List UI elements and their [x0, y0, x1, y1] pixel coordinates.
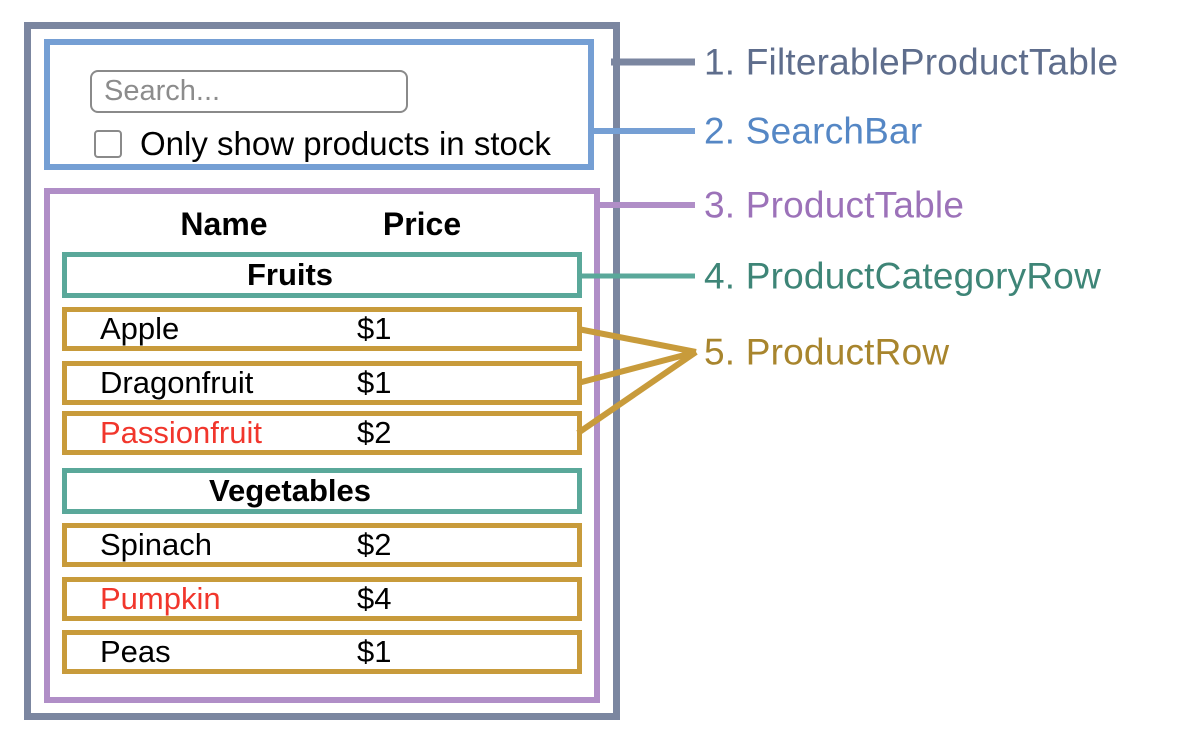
search-input[interactable] [90, 70, 408, 113]
category-label: Vegetables [209, 473, 371, 508]
in-stock-checkbox[interactable] [94, 130, 122, 158]
product-price: $2 [357, 527, 392, 562]
annotation-product-row: 5. ProductRow [704, 331, 950, 373]
product-name: Pumpkin [100, 581, 221, 616]
product-name: Spinach [100, 527, 213, 562]
column-header-price: Price [382, 206, 462, 242]
annotation-product-category-row: 4. ProductCategoryRow [704, 255, 1101, 297]
in-stock-checkbox-label: Only show products in stock [140, 125, 551, 162]
column-header-name: Name [180, 206, 268, 242]
product-row-pumpkin: Pumpkin $4 [62, 577, 582, 621]
category-row-fruits: Fruits [62, 252, 582, 298]
product-row-spinach: Spinach $2 [62, 523, 582, 567]
product-name: Passionfruit [100, 415, 262, 450]
product-name: Dragonfruit [100, 365, 254, 400]
category-label: Fruits [246, 257, 334, 292]
product-price: $2 [357, 415, 392, 450]
product-price: $1 [357, 365, 392, 400]
product-row-peas: Peas $1 [62, 630, 582, 674]
product-price: $1 [357, 634, 392, 669]
product-row-passionfruit: Passionfruit $2 [62, 411, 582, 455]
annotation-search-bar: 2. SearchBar [704, 110, 923, 152]
category-row-vegetables: Vegetables [62, 468, 582, 514]
product-price: $4 [357, 581, 392, 616]
product-name: Apple [100, 311, 180, 346]
product-price: $1 [357, 311, 392, 346]
annotation-filterable-product-table: 1. FilterableProductTable [704, 41, 1119, 83]
product-row-apple: Apple $1 [62, 307, 582, 351]
product-name: Peas [100, 634, 171, 669]
annotation-product-table: 3. ProductTable [704, 184, 965, 226]
product-row-dragonfruit: Dragonfruit $1 [62, 361, 582, 405]
